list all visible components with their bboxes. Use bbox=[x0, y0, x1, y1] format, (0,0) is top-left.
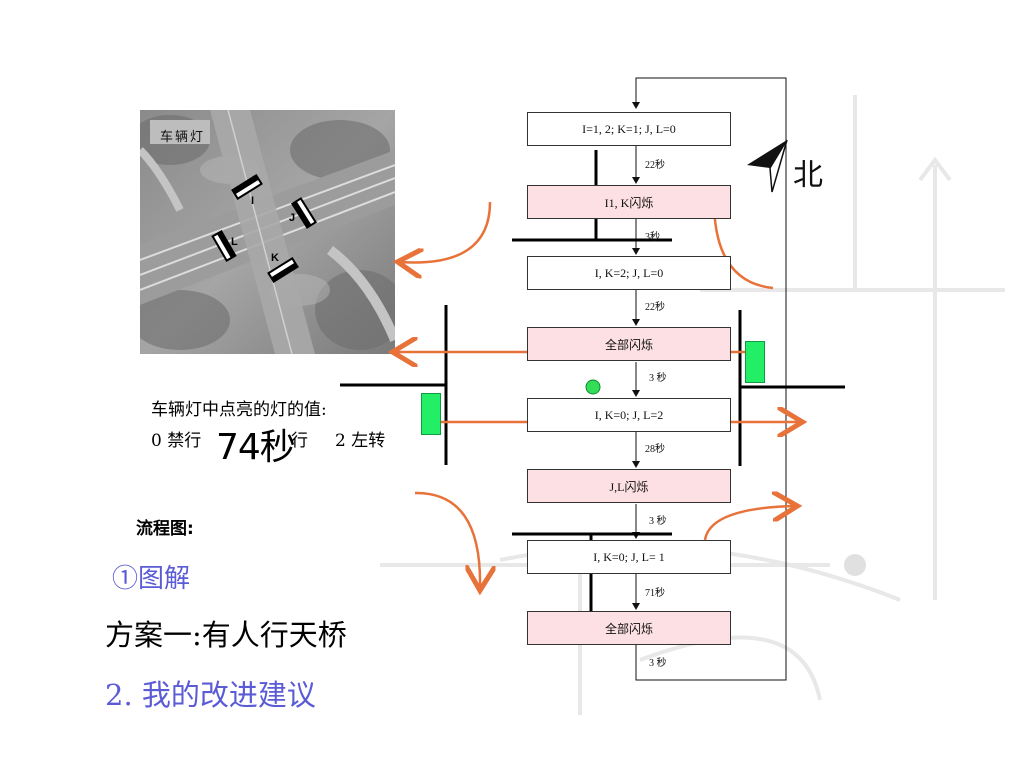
overlay-seconds: 74秒 bbox=[216, 418, 295, 470]
flow-step-6: J,L闪烁 bbox=[527, 469, 731, 503]
duration-5: 28秒 bbox=[645, 440, 665, 455]
duration-4: 3 秒 bbox=[649, 369, 667, 384]
flow-step-1: I=1, 2; K=1; J, L=0 bbox=[527, 112, 731, 146]
duration-3: 22秒 bbox=[645, 298, 665, 313]
flow-step-4: 全部闪烁 bbox=[527, 327, 731, 361]
duration-7: 71秒 bbox=[645, 584, 665, 599]
legend-line1: 车辆灯中点亮的灯的值: bbox=[151, 395, 327, 420]
flow-step-8: 全部闪烁 bbox=[527, 611, 731, 645]
duration-6: 3 秒 bbox=[649, 512, 667, 527]
flow-step-7: I, K=0; J, L= 1 bbox=[527, 540, 731, 574]
flow-step-5: I, K=0; J, L=2 bbox=[527, 398, 731, 432]
green-signal-right bbox=[745, 341, 765, 383]
flow-step-2: I1, K闪烁 bbox=[527, 185, 731, 219]
green-signal-left bbox=[421, 393, 441, 435]
item-diagram: ①图解 bbox=[112, 558, 190, 595]
north-arrow-icon bbox=[747, 140, 787, 192]
flow-step-3: I, K=2; J, L=0 bbox=[527, 256, 731, 290]
duration-1: 22秒 bbox=[645, 156, 665, 171]
duration-8: 3 秒 bbox=[649, 654, 667, 669]
legend-line2c: 2 左转 bbox=[335, 426, 385, 451]
legend-line2: 0 禁行 bbox=[151, 426, 201, 451]
item-suggestion: 2. 我的改进建议 bbox=[105, 672, 316, 714]
green-dot bbox=[586, 380, 600, 394]
flow-title: 流程图: bbox=[136, 514, 194, 539]
duration-2: 3秒 bbox=[645, 228, 660, 243]
north-label: 北 bbox=[793, 150, 823, 194]
item-plan: 方案一:有人行天桥 bbox=[105, 612, 347, 654]
